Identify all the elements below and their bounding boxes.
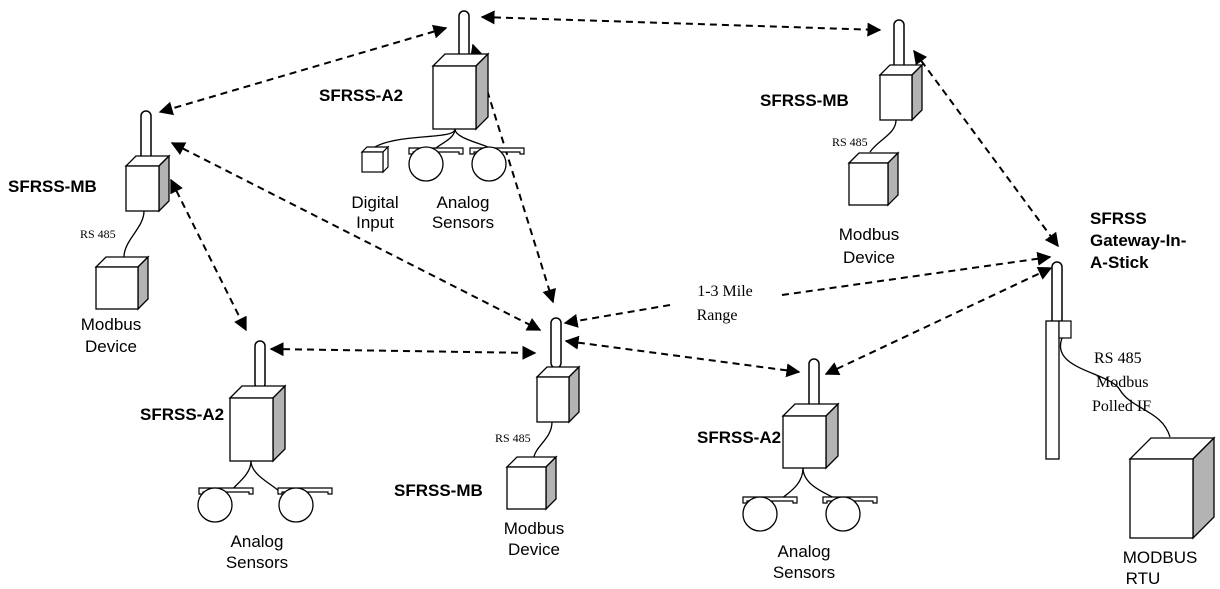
node-sfrss-mb-center: SFRSS-MB RS 485 Modbus Device (394, 317, 581, 559)
analog-sensors-label: Sensors (773, 563, 835, 582)
analog-sensors-label: Analog (231, 532, 284, 551)
analog-sensor-icon (408, 146, 464, 182)
gateway-connector (1058, 320, 1072, 339)
wireless-links (158, 10, 1059, 378)
rtu-label: RTU (1126, 569, 1161, 588)
digital-input-label: Digital (351, 193, 398, 212)
node-label: SFRSS-MB (394, 481, 483, 500)
analog-sensor-icon (822, 496, 878, 532)
link-top-a2-to-top-mb (480, 10, 882, 37)
gateway-in-a-stick: SFRSS Gateway-In- A-Stick RS 485 Modbus … (1045, 209, 1186, 460)
node-sfrss-mb-left: SFRSS-MB RS 485 Modbus Device (8, 110, 171, 356)
modbus-device-label: Device (85, 337, 137, 356)
radio-box (431, 52, 490, 131)
analog-sensors-label: Analog (437, 193, 490, 212)
svg-text:1-3 Mile: 1-3 Mile (697, 283, 753, 300)
gateway-label: Gateway-In- (1090, 231, 1186, 250)
rs485-label: RS 485 (495, 431, 531, 445)
radio-box (535, 365, 581, 424)
modbus-device-label: Modbus (81, 315, 141, 334)
link-top-a2-to-left-mb (158, 24, 448, 116)
modbus-device-label: Modbus (504, 519, 564, 538)
gateway-label: SFRSS (1090, 209, 1147, 228)
radio-box (124, 154, 171, 213)
modbus-device-label: Device (508, 540, 560, 559)
modbus-device-label: Modbus (839, 225, 899, 244)
analog-sensor-icon (469, 146, 525, 182)
analog-sensor-icon (277, 487, 333, 523)
link-left-mb-to-center-mb (170, 142, 542, 331)
gateway-interface-label: Polled IF (1092, 398, 1151, 415)
radio-box (878, 63, 924, 122)
analog-sensor-icon (742, 496, 798, 532)
modbus-rtu: MODBUS RTU (1123, 436, 1216, 588)
radio-box (228, 384, 287, 463)
link-right-a2-to-gateway (824, 267, 1053, 375)
svg-text:Range: Range (697, 307, 738, 324)
node-sfrss-a2-top: SFRSS-A2 Digital Input Analog Sensors (319, 10, 525, 232)
antenna (550, 317, 562, 369)
node-label: SFRSS-A2 (140, 405, 224, 424)
rtu-label: MODBUS (1123, 548, 1198, 567)
gateway-interface-label: RS 485 (1094, 350, 1142, 367)
antenna (254, 340, 266, 390)
link-top-mb-to-gateway (913, 49, 1059, 248)
link-range-label-to-gateway (781, 251, 1052, 296)
digital-input-box (360, 145, 390, 174)
node-sfrss-a2-left: SFRSS-A2 Analog Sensors (140, 340, 333, 572)
rs485-label: RS 485 (832, 135, 868, 149)
link-center-mb-to-range-label (563, 304, 671, 328)
modbus-device-box (505, 455, 558, 511)
rtu-box (1128, 436, 1216, 540)
antenna (140, 110, 152, 164)
node-label: SFRSS-MB (760, 91, 849, 110)
range-label: 1-3 Mile Range (697, 283, 753, 324)
gateway-interface-label: Modbus (1096, 374, 1148, 391)
gateway-label: A-Stick (1090, 253, 1149, 272)
node-sfrss-mb-top-right: SFRSS-MB RS 485 Modbus Device (760, 19, 924, 267)
modbus-device-box (847, 151, 900, 207)
antenna (893, 19, 905, 73)
node-label: SFRSS-A2 (697, 428, 781, 447)
gateway-antenna (1051, 261, 1063, 325)
link-left-mb-to-left-a2 (170, 178, 247, 332)
analog-sensors-label: Sensors (432, 213, 494, 232)
analog-sensor-icon (197, 487, 254, 523)
node-label: SFRSS-MB (8, 177, 97, 196)
rs485-label: RS 485 (80, 227, 116, 241)
radio-box (781, 402, 840, 470)
analog-sensors-label: Sensors (226, 553, 288, 572)
digital-input-label: Input (356, 213, 394, 232)
link-left-a2-to-center-mb (269, 342, 537, 360)
link-center-mb-to-right-a2 (564, 335, 801, 378)
node-label: SFRSS-A2 (319, 86, 403, 105)
gateway-stick (1045, 320, 1060, 460)
node-sfrss-a2-right: SFRSS-A2 Analog Sensors (697, 358, 878, 582)
modbus-device-box (94, 255, 150, 311)
antenna (808, 358, 820, 412)
analog-sensors-label: Analog (778, 542, 831, 561)
modbus-device-label: Device (843, 248, 895, 267)
